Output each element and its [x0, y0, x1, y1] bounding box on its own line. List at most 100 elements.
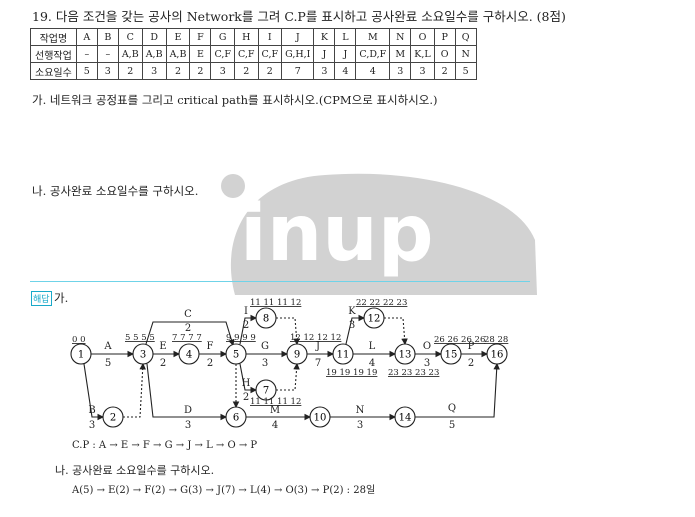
dummy-arrow [384, 317, 408, 346]
activity-duration: 3 [357, 420, 363, 431]
activity-duration: 2 [243, 320, 249, 331]
event-node-id: 5 [233, 350, 239, 361]
event-node-id: 16 [491, 350, 504, 361]
event-node-id: 12 [368, 314, 381, 325]
event-node-id: 8 [263, 314, 269, 325]
activity-label: D [184, 405, 192, 416]
event-node-id: 3 [140, 350, 146, 361]
event-node-id: 13 [399, 350, 412, 361]
activity-label: O [423, 341, 431, 352]
event-time-label: 9 9 9 9 [226, 333, 256, 343]
event-node [255, 379, 277, 401]
watermark-text: inup [240, 189, 434, 279]
part-b-question: 나. 공사완료 소요일수를 구하시오. [32, 184, 199, 198]
activity-arrow [415, 362, 500, 418]
activity-label: L [369, 341, 376, 352]
activity-arrow [146, 363, 228, 421]
activity-label: B [88, 405, 95, 416]
dummy-arrow [276, 317, 300, 346]
activity-duration: 2 [185, 323, 191, 334]
table-cell: 3 [313, 62, 336, 80]
event-time-label: 5 5 5 5 [125, 333, 155, 343]
activity-duration: 5 [105, 358, 111, 369]
event-time-label: 22 22 22 23 [356, 298, 407, 308]
table-cell: 5 [454, 62, 477, 80]
table-cell: 3 [410, 62, 435, 80]
activity-label: Q [448, 403, 456, 414]
activity-duration: 2 [207, 358, 213, 369]
event-node-id: 11 [337, 350, 350, 361]
activity-label: F [207, 341, 214, 352]
event-node [70, 343, 92, 365]
activity-label: I [244, 306, 248, 317]
event-node [440, 343, 462, 365]
event-node [394, 406, 416, 428]
activity-label: M [270, 405, 280, 416]
table-cell: G,H,I [281, 45, 315, 63]
critical-path: C.P : A → E → F → G → J → L → O → P [72, 440, 258, 451]
event-node-id: 4 [186, 350, 192, 361]
table-cell: H [233, 28, 259, 46]
activity-duration: 3 [89, 420, 95, 431]
row-header: 소요일수 [30, 62, 77, 80]
activity-duration: 5 [449, 420, 455, 431]
event-node [363, 307, 385, 329]
activity-arrow [239, 363, 258, 394]
event-node [255, 307, 277, 329]
question-title: 19. 다음 조건을 갖는 공사의 Network를 그려 C.P를 표시하고 … [32, 9, 566, 24]
event-time-label: 23 23 23 23 [388, 368, 439, 378]
activity-duration: 3 [424, 358, 430, 369]
event-time-label: 0 0 [72, 335, 86, 345]
event-time-label: 19 19 19 19 [326, 368, 377, 378]
table-cell: 3 [96, 62, 119, 80]
watermark-logo: inup [221, 173, 537, 295]
answer-part-a-label: 가. [54, 291, 69, 305]
event-node-id: 10 [314, 413, 327, 424]
activity-duration: 3 [185, 420, 191, 431]
table-cell: 3 [210, 62, 235, 80]
answer-tag: 해답 [31, 291, 52, 306]
activity-duration: 2 [243, 392, 249, 403]
answer-part-b-result: A(5) → E(2) → F(2) → G(3) → J(7) → L(4) … [72, 485, 376, 496]
dummy-arrow [276, 362, 300, 391]
activity-label: A [103, 341, 112, 352]
table-cell: 2 [189, 62, 212, 80]
event-node [225, 406, 247, 428]
activity-arrow [239, 314, 258, 345]
activity-label: E [159, 341, 166, 352]
activity-arrow [145, 321, 235, 347]
dummy-arrow [123, 362, 146, 418]
activity-duration: 4 [272, 420, 278, 431]
event-node-id: 9 [294, 350, 300, 361]
event-node [332, 343, 354, 365]
activity-label: N [356, 405, 365, 416]
event-node [102, 406, 124, 428]
activity-label: P [468, 341, 475, 352]
event-node [394, 343, 416, 365]
activity-duration: 4 [369, 358, 375, 369]
event-time-label: 26 26 26 26 [434, 335, 485, 345]
activity-duration: 2 [468, 358, 474, 369]
activity-label: J [315, 341, 320, 352]
table-cell: 7 [281, 62, 315, 80]
event-node-id: 15 [445, 350, 458, 361]
event-time-label: 12 12 12 12 [290, 333, 341, 343]
event-node-id: 14 [399, 413, 412, 424]
activity-label: C [184, 309, 192, 320]
activity-duration: 3 [262, 358, 268, 369]
event-node [132, 343, 154, 365]
event-node [178, 343, 200, 365]
activity-arrow [345, 314, 366, 345]
table-cell: 2 [117, 62, 143, 80]
answer-part-b-question: 나. 공사완료 소요일수를 구하시오. [55, 464, 215, 477]
table-cell: 2 [165, 62, 191, 80]
event-node-id: 2 [110, 413, 116, 424]
event-node [486, 343, 508, 365]
activity-label: G [261, 341, 269, 352]
table-cell: L [334, 28, 357, 46]
event-time-label: 11 11 11 12 [250, 397, 301, 407]
event-node-id: 7 [263, 386, 269, 397]
event-node [309, 406, 331, 428]
